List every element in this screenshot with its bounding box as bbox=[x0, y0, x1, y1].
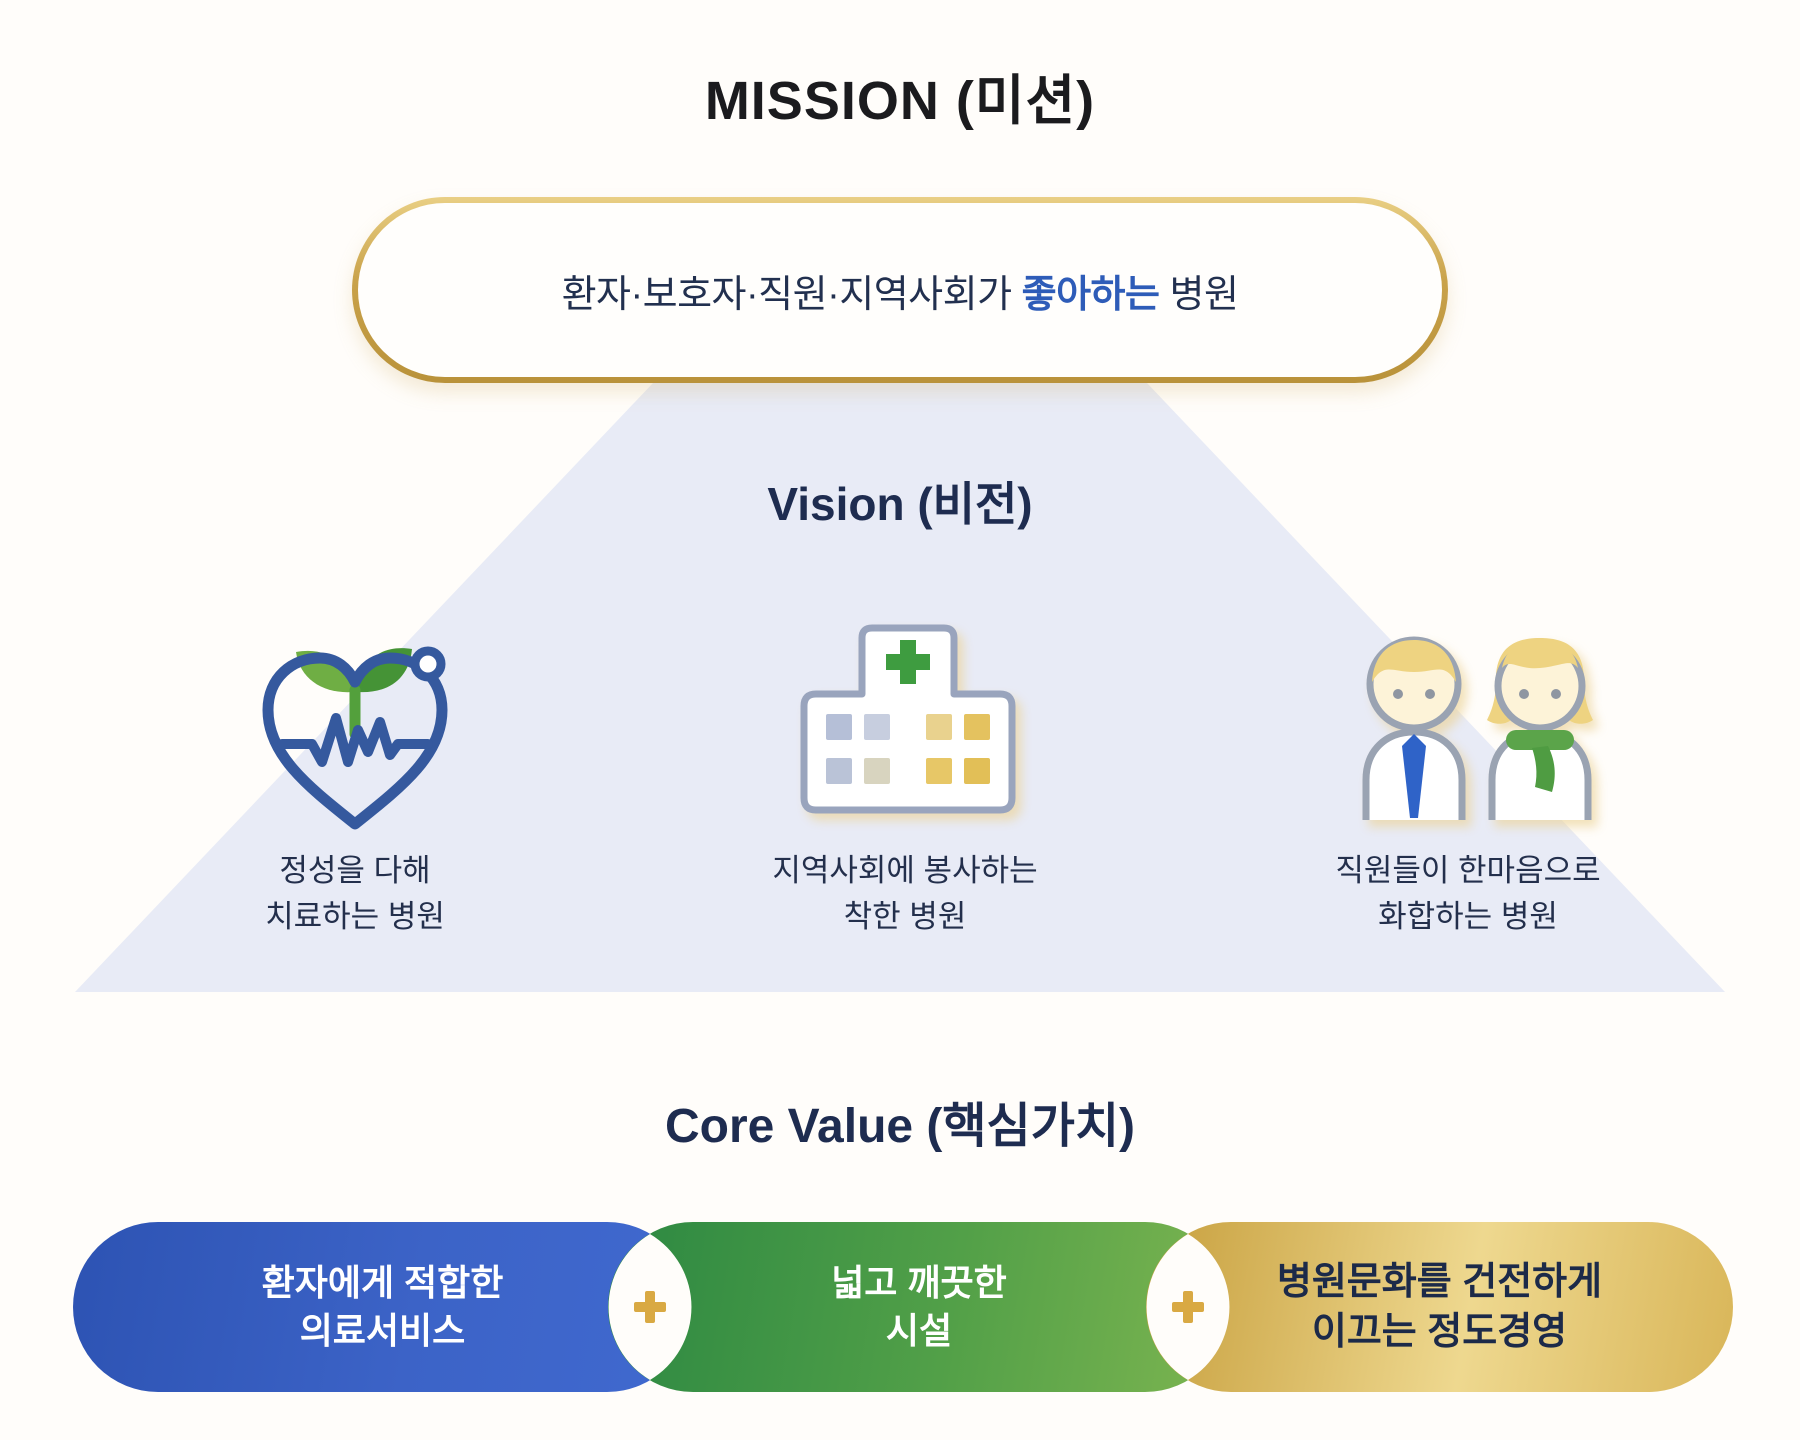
core-value-pill-3-line1: 병원문화를 건전하게 bbox=[1276, 1260, 1603, 1303]
core-value-pill-2-line2: 시설 bbox=[885, 1310, 953, 1351]
core-value-pill-1-line2: 의료서비스 bbox=[299, 1310, 466, 1351]
mission-statement-highlight: 좋아하는 bbox=[1021, 273, 1160, 316]
core-value-pill-medical-service: 환자에게 적합한 의료서비스 bbox=[73, 1222, 692, 1392]
heart-ecg-sprout-icon bbox=[240, 592, 470, 842]
mission-statement-pill-inner: 환자·보호자·직원·지역사회가 좋아하는 병원 bbox=[358, 203, 1442, 377]
core-value-title: Core Value (핵심가치) bbox=[664, 1100, 1136, 1153]
mission-statement-pill: 환자·보호자·직원·지역사회가 좋아하는 병원 bbox=[352, 197, 1448, 383]
core-value-pill-2-line1: 넓고 깨끗한 bbox=[831, 1262, 1007, 1304]
mission-statement-prefix: 환자·보호자·직원·지역사회가 bbox=[561, 273, 1022, 316]
mission-statement-suffix: 병원 bbox=[1159, 273, 1239, 316]
vision-caption-1-line2: 치료하는 병원 bbox=[265, 898, 445, 934]
vision-caption-2-line1: 지역사회에 봉사하는 bbox=[772, 853, 1038, 888]
vision-caption-3-line1: 직원들이 한마음으로 bbox=[1335, 853, 1601, 888]
core-value-pill-1-line1: 환자에게 적합한 bbox=[261, 1262, 504, 1304]
vision-caption-1: 정성을 다해 치료하는 병원 bbox=[145, 848, 565, 940]
vision-caption-1-line1: 정성을 다해 bbox=[279, 853, 431, 888]
core-value-pill-management: 병원문화를 건전하게 이끄는 정도경영 bbox=[1146, 1222, 1733, 1392]
vision-caption-2: 지역사회에 봉사하는 착한 병원 bbox=[695, 848, 1115, 940]
vision-caption-3-line2: 화합하는 병원 bbox=[1378, 898, 1558, 934]
vision-caption-3: 직원들이 한마음으로 화합하는 병원 bbox=[1258, 848, 1678, 940]
vision-title: Vision (비전) bbox=[767, 478, 1033, 530]
mission-statement: 환자·보호자·직원·지역사회가 좋아하는 병원 bbox=[562, 263, 1239, 318]
core-value-pill-facility: 넓고 깨끗한 시설 bbox=[608, 1222, 1230, 1392]
vision-caption-2-line2: 착한 병원 bbox=[843, 898, 967, 934]
hospital-building-icon bbox=[798, 622, 1018, 817]
staff-people-icon bbox=[1352, 628, 1602, 823]
core-value-pill-3-line2: 이끄는 정도경영 bbox=[1311, 1311, 1568, 1353]
mission-title: MISSION (미션) bbox=[704, 71, 1096, 131]
